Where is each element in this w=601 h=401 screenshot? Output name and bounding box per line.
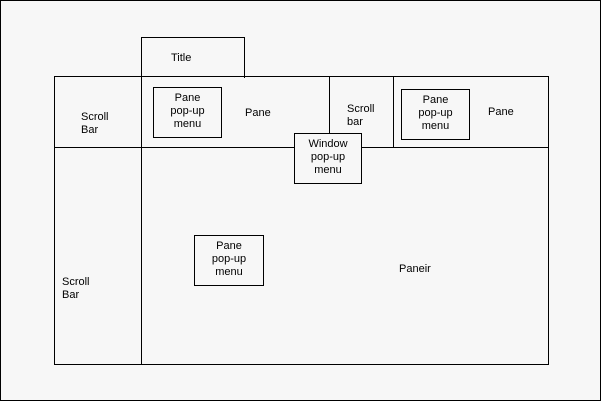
window-menu: Window pop-up menu bbox=[294, 133, 362, 184]
top-left-pane-menu-label: Pane pop-up menu bbox=[170, 92, 205, 130]
left-scrollbar-divider bbox=[141, 76, 142, 365]
top-left-pane-label: Pane bbox=[245, 107, 271, 119]
top-right-scrollbar-left-divider bbox=[329, 76, 330, 148]
window-menu-label: Window pop-up menu bbox=[308, 138, 348, 176]
title-tab: Title bbox=[141, 37, 245, 78]
bottom-scrollbar-label: Scroll Bar bbox=[62, 276, 90, 301]
top-right-pane-menu-label: Pane pop-up menu bbox=[418, 94, 453, 132]
top-right-pane-menu: Pane pop-up menu bbox=[401, 89, 470, 140]
bottom-pane-label: Paneir bbox=[399, 263, 431, 275]
top-right-scrollbar-label: Scroll bar bbox=[347, 103, 375, 128]
bottom-pane-menu-label: Pane pop-up menu bbox=[211, 240, 247, 278]
top-right-scrollbar-right-divider bbox=[393, 76, 394, 148]
top-left-pane-menu: Pane pop-up menu bbox=[153, 87, 222, 138]
window-outline bbox=[54, 76, 549, 365]
title-tab-label: Title bbox=[171, 52, 192, 64]
top-right-pane-label: Pane bbox=[488, 106, 514, 118]
bottom-pane-menu: Pane pop-up menu bbox=[194, 235, 264, 286]
top-left-scrollbar-label: Scroll Bar bbox=[81, 111, 109, 136]
